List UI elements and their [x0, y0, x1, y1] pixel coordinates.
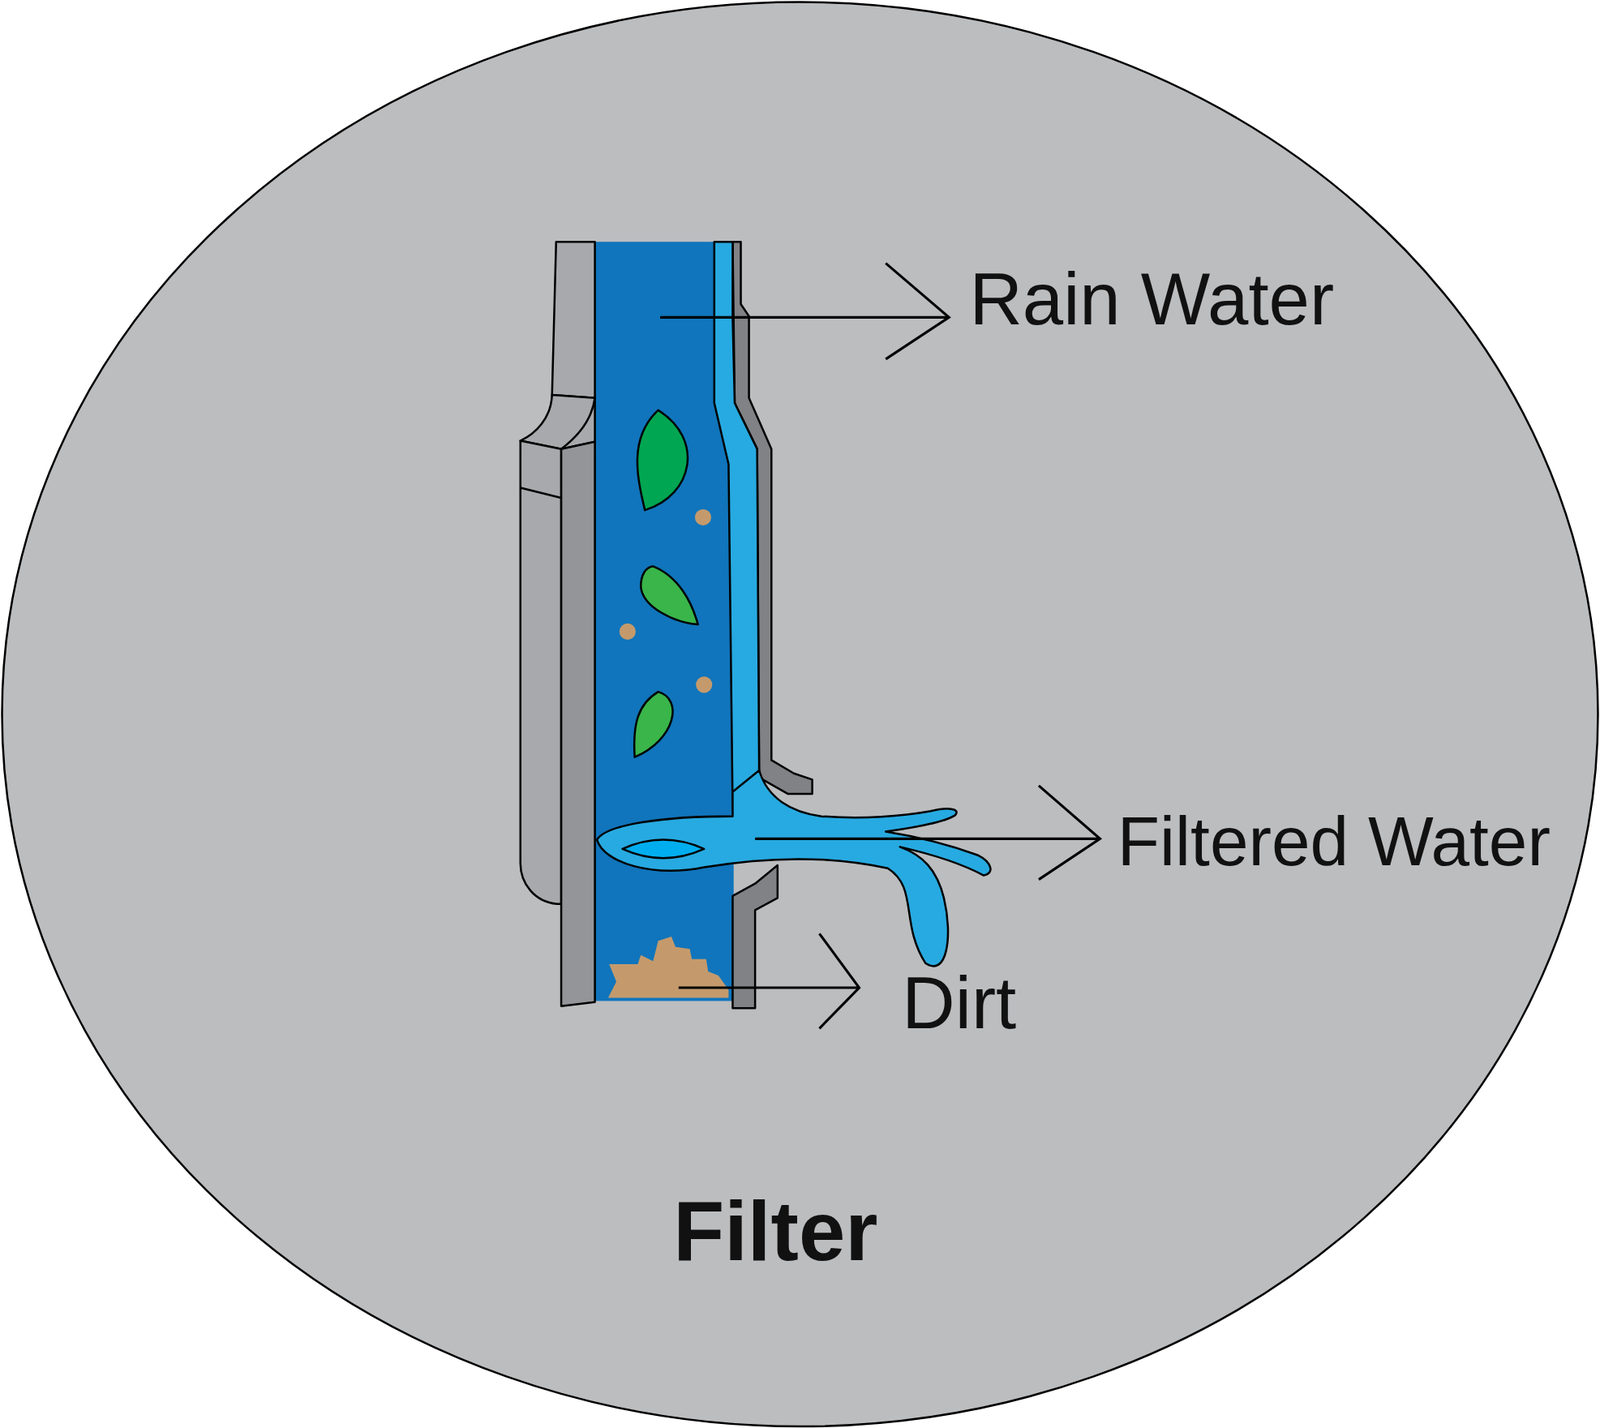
- filtered-water-flow: [596, 770, 991, 966]
- pipe-collar: [520, 394, 596, 450]
- leader-line: [754, 785, 1100, 880]
- pipe-sleeve: [520, 441, 562, 905]
- water-stream: [714, 241, 760, 807]
- water-lens: [622, 840, 705, 859]
- dirt-particles: [619, 509, 713, 693]
- leader-line: [660, 263, 949, 360]
- dirt-particle: [694, 509, 712, 526]
- dirt-particle: [695, 676, 713, 693]
- filtered-water-label: Filtered Water: [1117, 806, 1551, 877]
- leaf: [637, 410, 688, 511]
- pipe-collar-edge: [561, 398, 596, 450]
- leader-lines: [660, 263, 1100, 1030]
- pipe-wall: [552, 241, 596, 399]
- diagram-title: Filter: [673, 1189, 878, 1274]
- leaf: [640, 566, 698, 625]
- sleeve-edge: [520, 487, 562, 498]
- dirt-label: Dirt: [901, 966, 1017, 1041]
- pipe-inner-wall: [561, 441, 596, 1007]
- leaf: [634, 691, 673, 758]
- rain-water-label: Rain Water: [969, 261, 1335, 336]
- dirt-particle: [619, 623, 636, 640]
- pipe: [520, 241, 991, 1009]
- water-channel: [595, 241, 734, 1001]
- leader-line: [678, 933, 860, 1029]
